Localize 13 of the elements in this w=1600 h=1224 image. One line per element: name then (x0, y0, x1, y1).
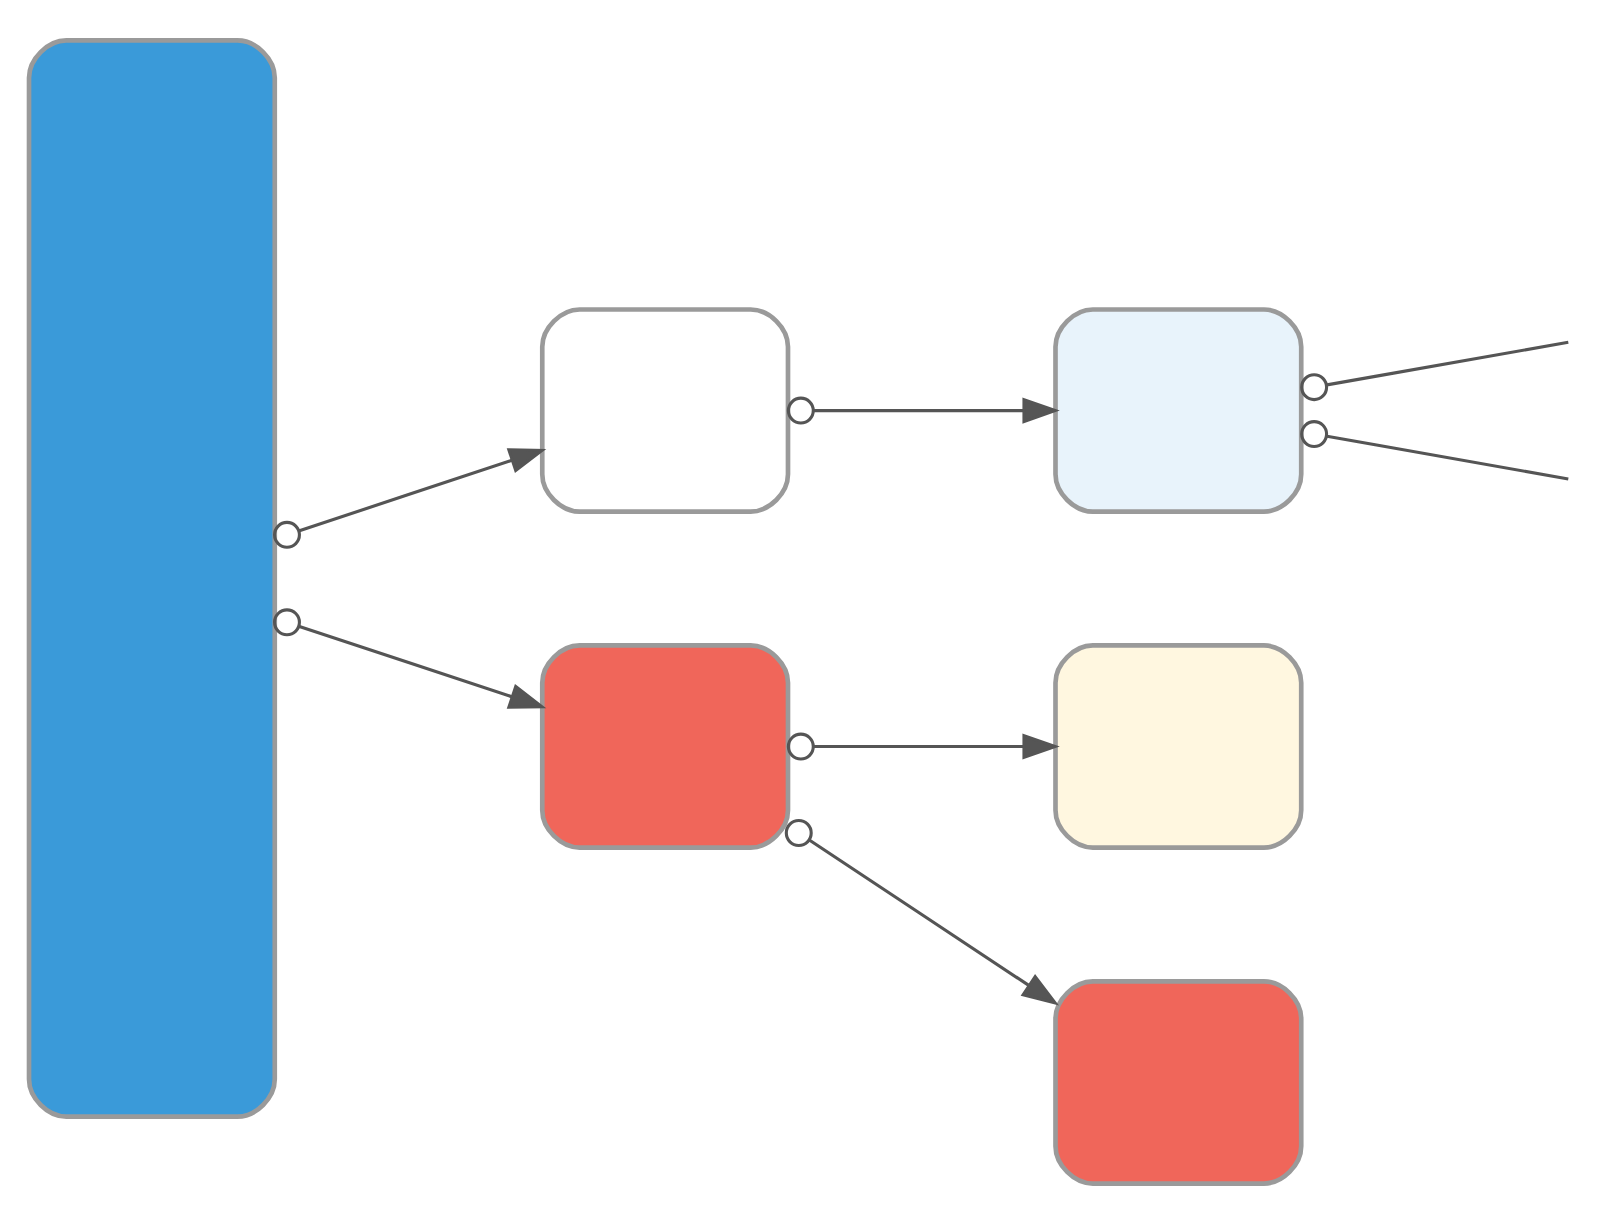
arrow (273, 608, 547, 709)
connector (1326, 340, 1569, 387)
node-box (539, 643, 791, 850)
arrow (786, 732, 1060, 761)
node-box (1053, 307, 1304, 515)
node-box (539, 307, 791, 515)
arrow (784, 819, 1059, 1006)
node-box (26, 38, 278, 1119)
connector (1326, 434, 1569, 481)
node-box (1053, 643, 1304, 850)
node-box (1053, 979, 1304, 1186)
arrow (273, 448, 547, 549)
arrow (786, 396, 1060, 425)
